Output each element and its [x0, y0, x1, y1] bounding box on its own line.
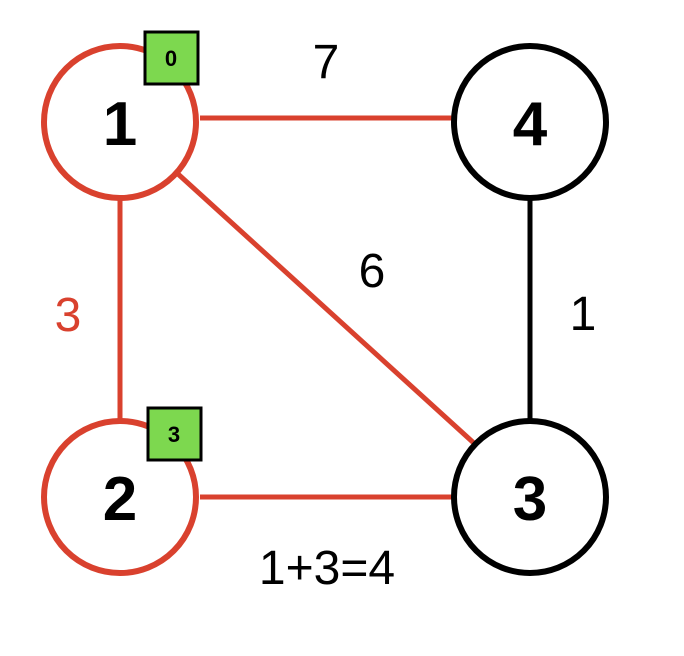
node-4-label: 4	[513, 90, 548, 159]
distance-badge-node-2: 3	[146, 406, 203, 462]
edge-1-3-weight: 6	[359, 245, 386, 298]
edge-4-3-weight: 1	[570, 288, 597, 341]
edge-1-4-weight: 7	[313, 36, 340, 89]
distance-badge-node-1-text: 0	[165, 46, 177, 71]
distance-badge-node-2-text: 3	[168, 422, 180, 447]
edge-2-3-weight: 1+3=4	[259, 542, 395, 595]
node-1-label: 1	[103, 90, 137, 159]
node-2-label: 2	[103, 465, 137, 534]
edge-1-3	[176, 172, 478, 447]
node-4: 4	[451, 43, 609, 201]
edge-1-2-weight: 3	[55, 289, 82, 342]
distance-badge-node-1: 0	[143, 30, 200, 86]
node-3: 3	[451, 418, 609, 576]
node-3-label: 3	[513, 465, 547, 534]
